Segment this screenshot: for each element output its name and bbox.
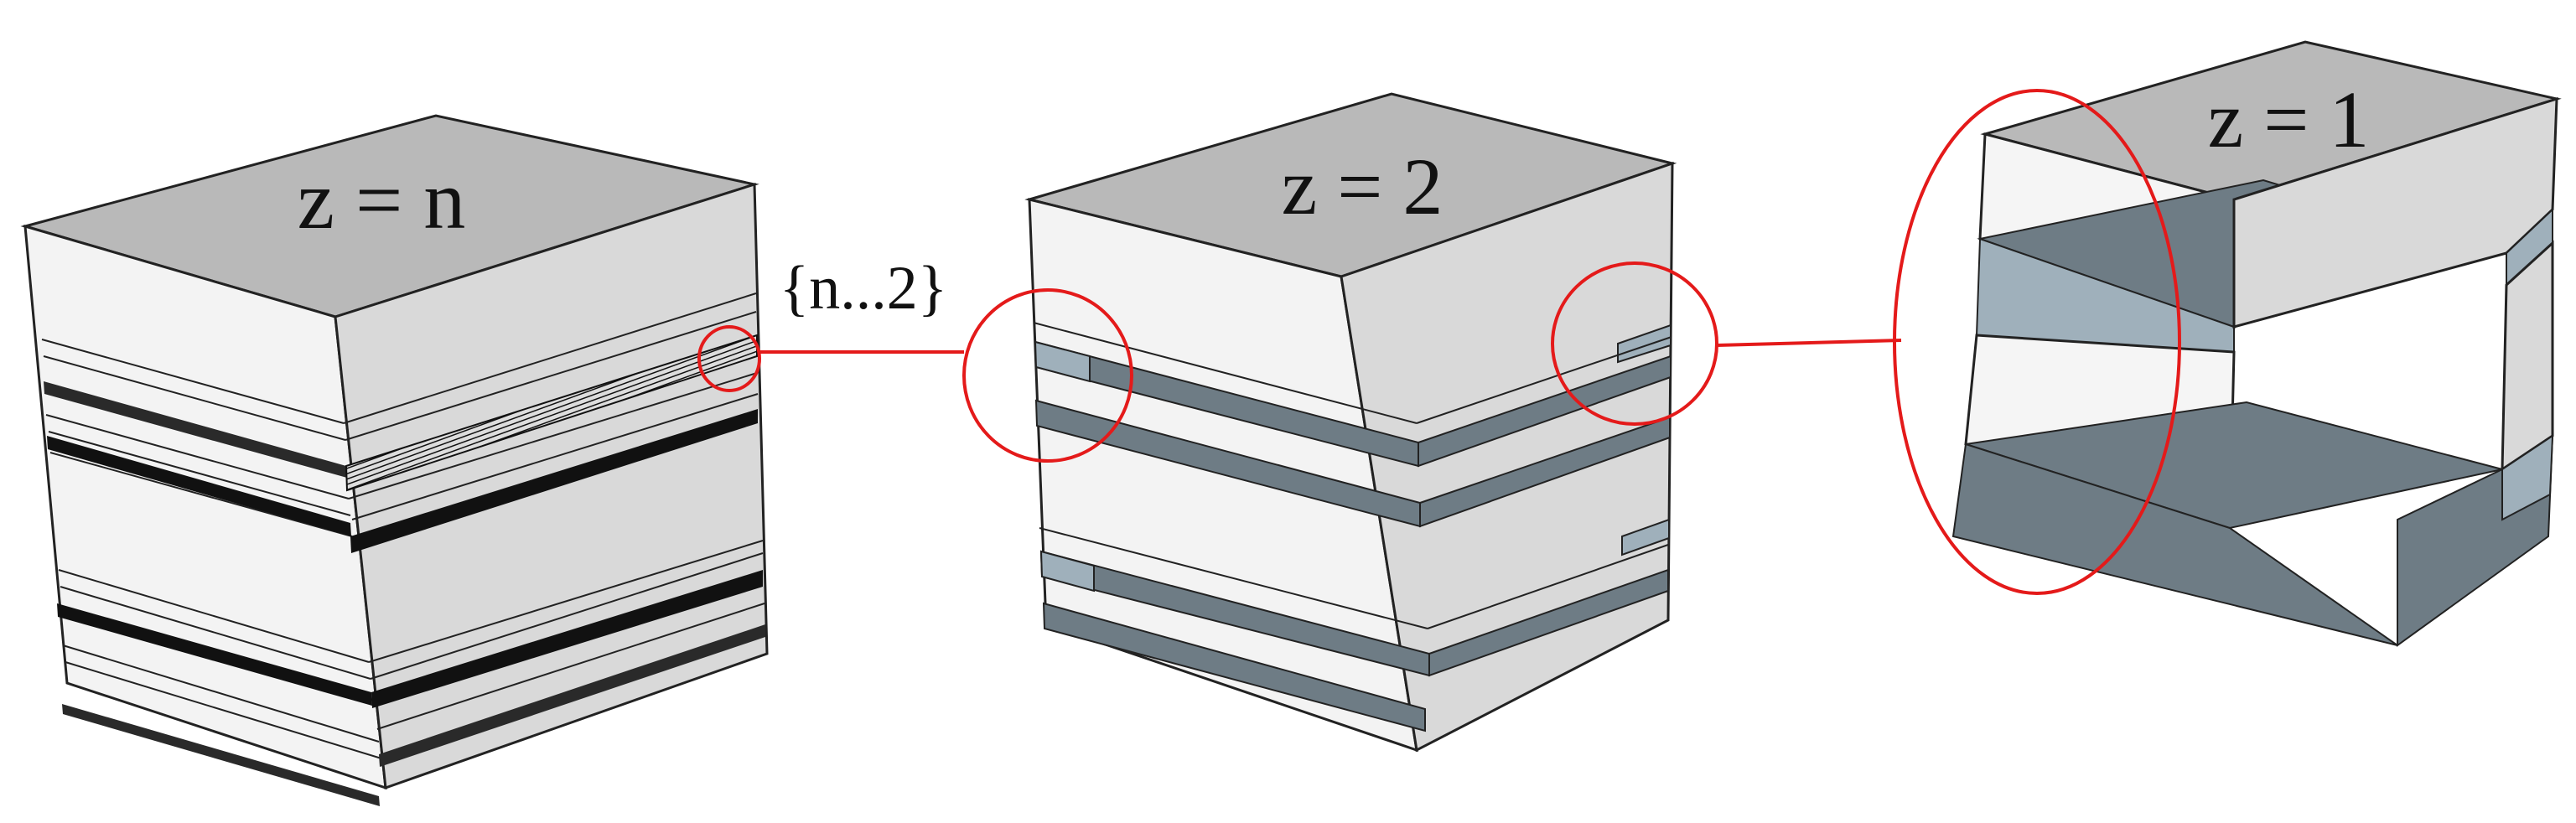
cube-n: z = n [20,114,769,806]
cube-2-layer-lines [1033,322,1672,629]
connector-line-2-to-1 [1716,339,1902,347]
cube-n-front-layers [41,339,382,759]
highlight-circle-cube-2-left [962,288,1133,463]
cube-n-side-dense-bands [345,334,765,767]
cube-n-label: z = n [298,153,466,246]
cube-2: z = 2 [1024,92,1677,753]
cube-2-label: z = 2 [1282,142,1443,231]
cube-n-front-dense-bands [44,381,380,806]
cube-1-label: z = 1 [2208,75,2370,164]
highlight-circle-cube-n [697,325,761,392]
cube-n-side-layers [343,292,765,730]
cube-1: z = 1 [1951,40,2562,647]
cube-2-side-cavities [1418,324,1672,677]
range-label: {n...2} [780,254,948,323]
cube-1-side-cavity-lower-light [2501,434,2554,521]
highlight-circle-cube-1 [1893,89,2181,595]
highlight-annotations [697,89,2181,595]
